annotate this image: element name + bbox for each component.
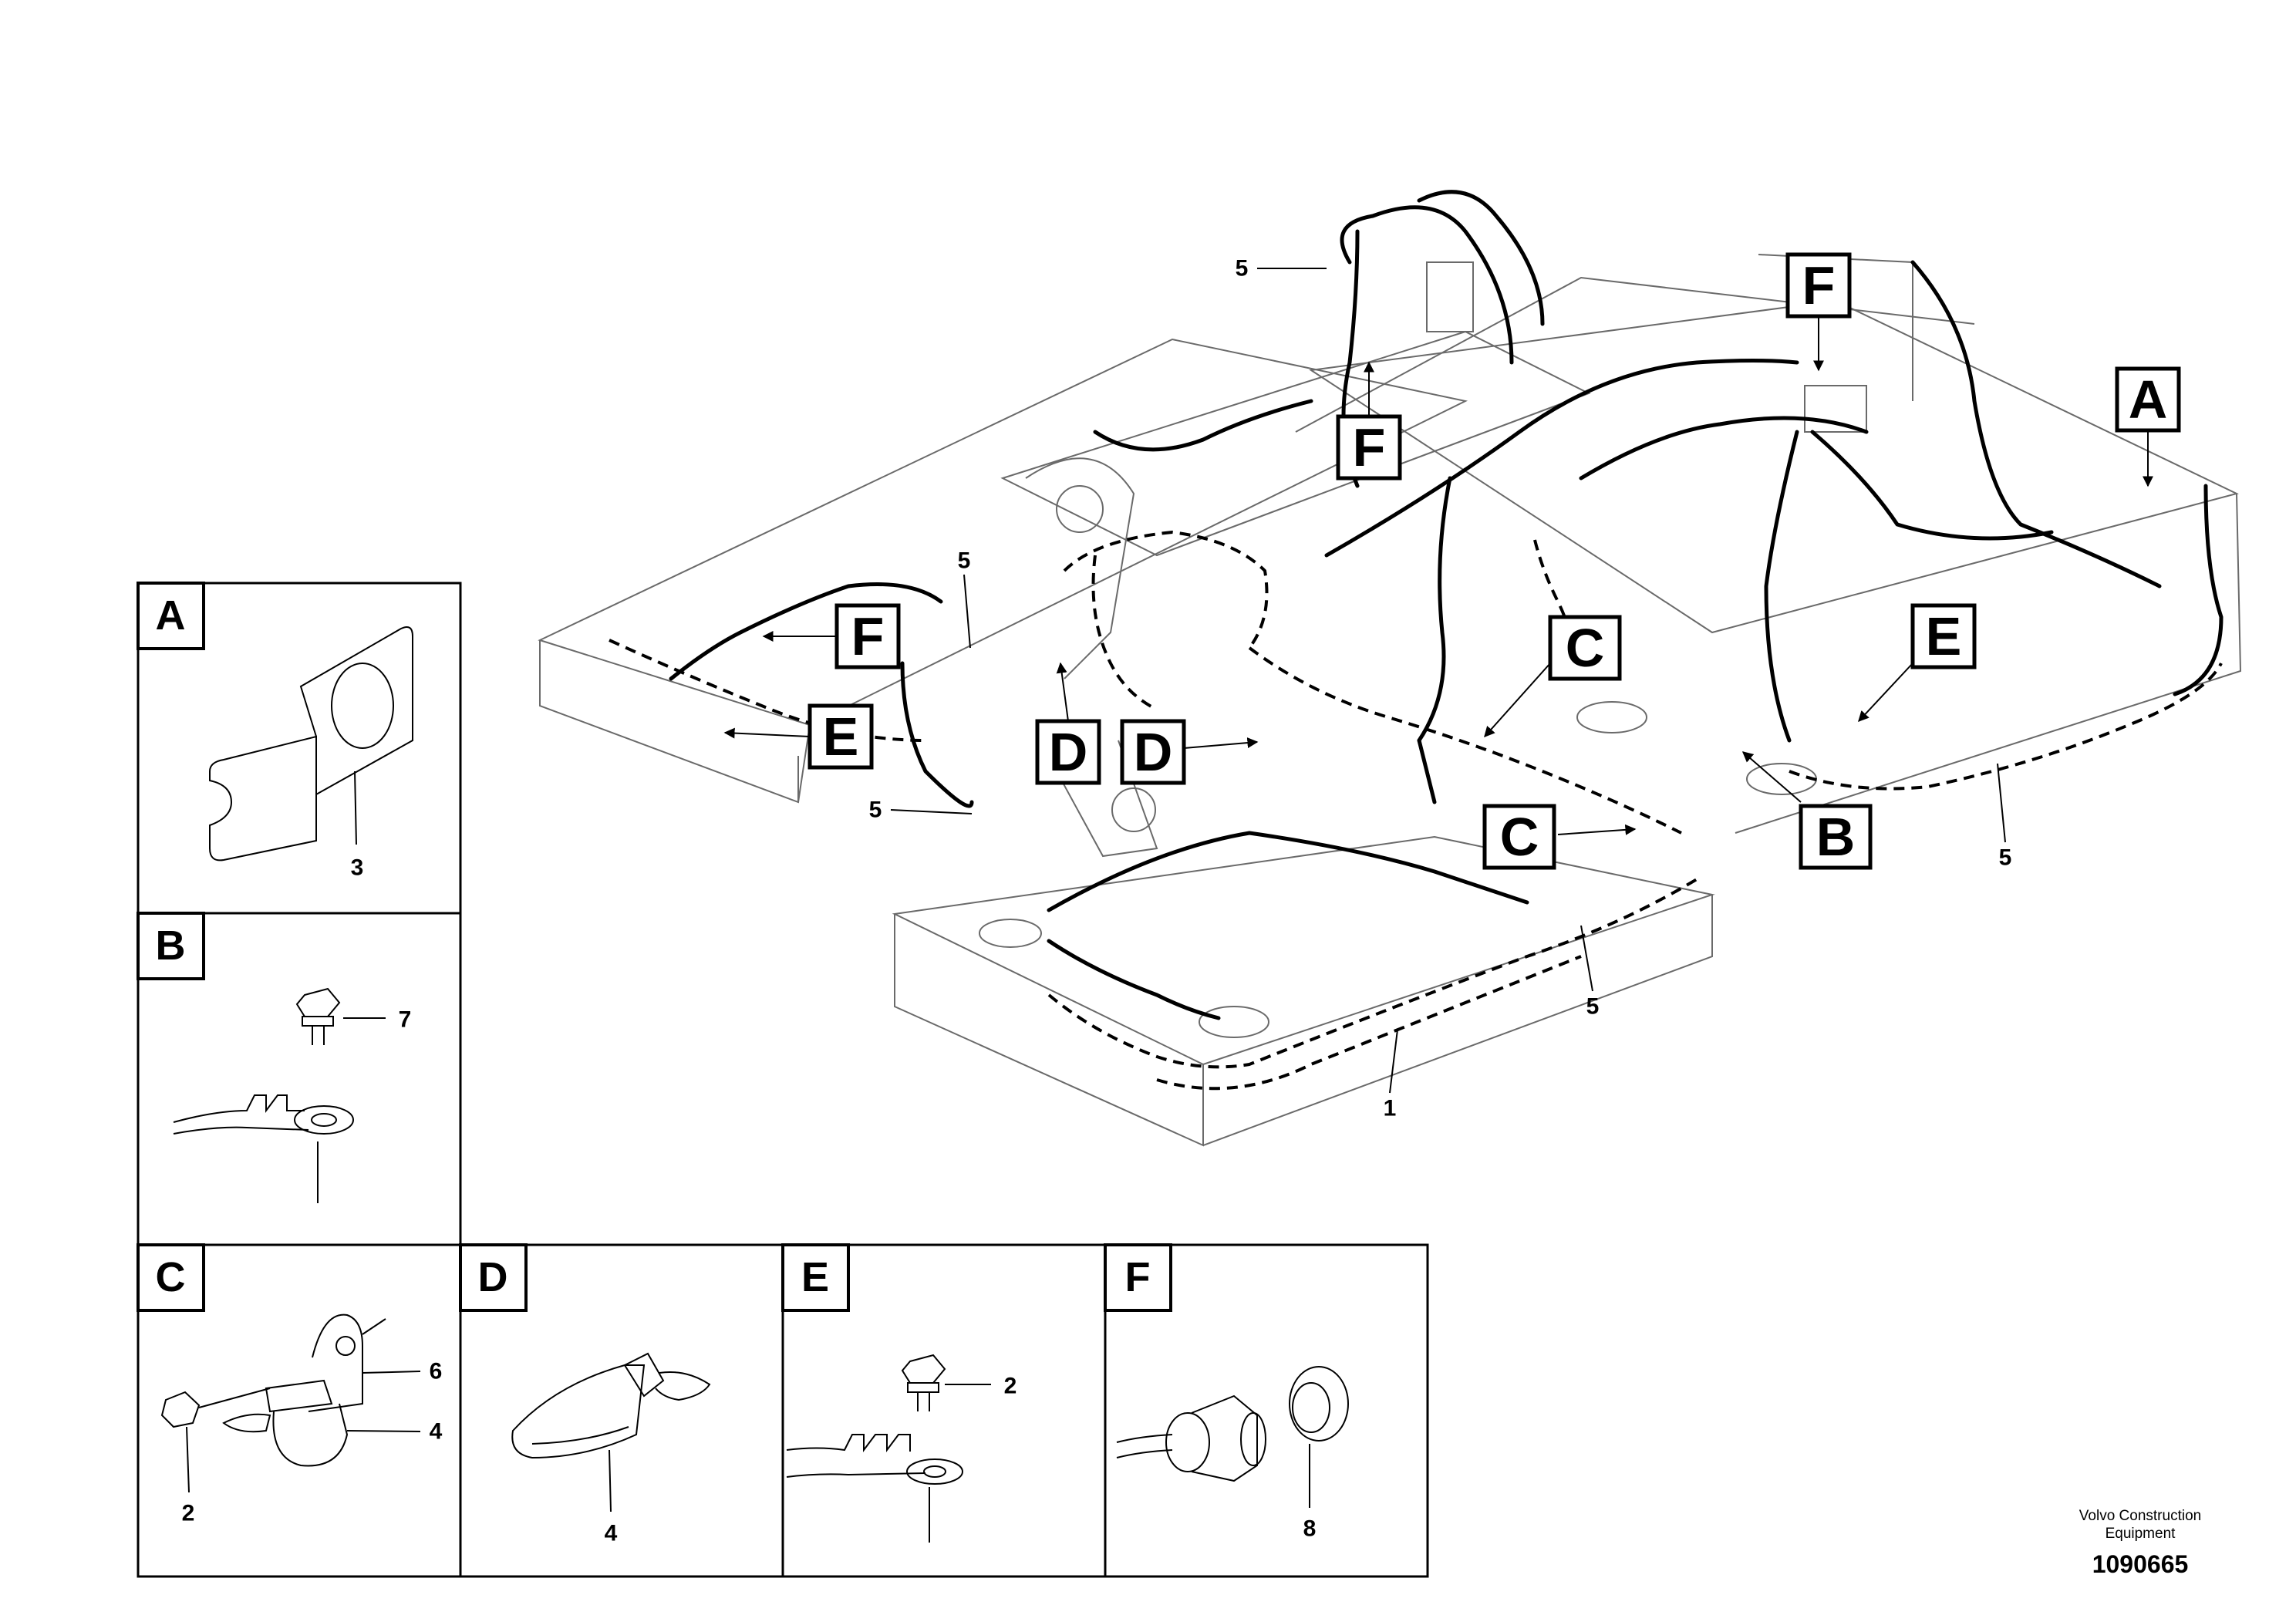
callout-F-main-left: F: [762, 603, 901, 669]
svg-text:A: A: [156, 592, 186, 639]
detail-panel-A: A 3: [137, 582, 462, 915]
svg-text:A: A: [2129, 369, 2168, 430]
callout-F-main-right: F: [1785, 252, 1852, 372]
svg-text:E: E: [823, 706, 859, 767]
credit-line-1: Volvo Construction: [2079, 1508, 2202, 1524]
svg-text:D: D: [1134, 722, 1173, 782]
credit-line-2: Equipment: [2105, 1526, 2176, 1542]
detail-panel-C: C 6 4 2: [137, 1243, 462, 1578]
part-label-5-left-upper: 5: [958, 548, 971, 649]
callout-A-main: A: [2115, 366, 2181, 487]
part-label-5-front: 5: [1580, 925, 1600, 1020]
svg-text:3: 3: [351, 855, 364, 881]
callout-D-main-right: D: [1120, 719, 1259, 785]
svg-text:5: 5: [869, 798, 882, 823]
svg-text:5: 5: [1236, 256, 1249, 282]
part-label-5-right: 5: [1997, 763, 2012, 871]
svg-text:E: E: [1926, 606, 1962, 666]
part-label-5-top: 5: [1236, 256, 1327, 282]
callout-C-main-upper: C: [1484, 615, 1622, 738]
svg-text:8: 8: [1303, 1516, 1317, 1542]
callout-E-main-left: E: [723, 703, 874, 770]
svg-text:B: B: [156, 922, 186, 969]
svg-text:2: 2: [182, 1501, 195, 1526]
svg-text:E: E: [801, 1254, 829, 1300]
svg-text:C: C: [1500, 807, 1539, 867]
callout-D-main-left: D: [1035, 662, 1101, 785]
wiring-harness: [669, 190, 2224, 1020]
detail-panel-F: F 8: [1104, 1243, 1429, 1578]
callout-E-main-right: E: [1858, 603, 1977, 723]
svg-text:B: B: [1816, 807, 1856, 867]
svg-text:C: C: [156, 1254, 186, 1300]
detail-panel-B: B 7: [137, 912, 462, 1246]
callout-C-main-lower: C: [1482, 804, 1637, 870]
detail-panel-E: E 2: [781, 1243, 1107, 1578]
svg-text:D: D: [1049, 722, 1088, 782]
svg-text:5: 5: [1999, 845, 2012, 871]
svg-text:7: 7: [399, 1007, 412, 1033]
part-label-5-left-lower: 5: [869, 798, 973, 823]
detail-panel-D: D 4: [459, 1243, 784, 1578]
part-label-1: 1: [1384, 1029, 1398, 1121]
svg-text:2: 2: [1004, 1374, 1017, 1399]
svg-text:4: 4: [605, 1521, 618, 1546]
svg-text:6: 6: [430, 1359, 443, 1384]
svg-text:D: D: [478, 1254, 508, 1300]
svg-text:F: F: [851, 606, 885, 666]
svg-text:4: 4: [430, 1419, 443, 1445]
svg-text:F: F: [1125, 1254, 1151, 1300]
svg-text:1: 1: [1384, 1096, 1397, 1121]
chassis-frame: [538, 254, 2242, 1147]
callout-F-main-center: F: [1336, 361, 1402, 481]
routing-dashed: [609, 530, 2223, 1091]
figure-id: 1090665: [2092, 1550, 2189, 1578]
svg-text:F: F: [1802, 255, 1836, 315]
svg-text:C: C: [1566, 618, 1605, 678]
svg-text:5: 5: [958, 548, 971, 574]
svg-text:F: F: [1353, 417, 1386, 477]
callout-B-main: B: [1741, 751, 1873, 870]
svg-text:5: 5: [1586, 994, 1600, 1020]
